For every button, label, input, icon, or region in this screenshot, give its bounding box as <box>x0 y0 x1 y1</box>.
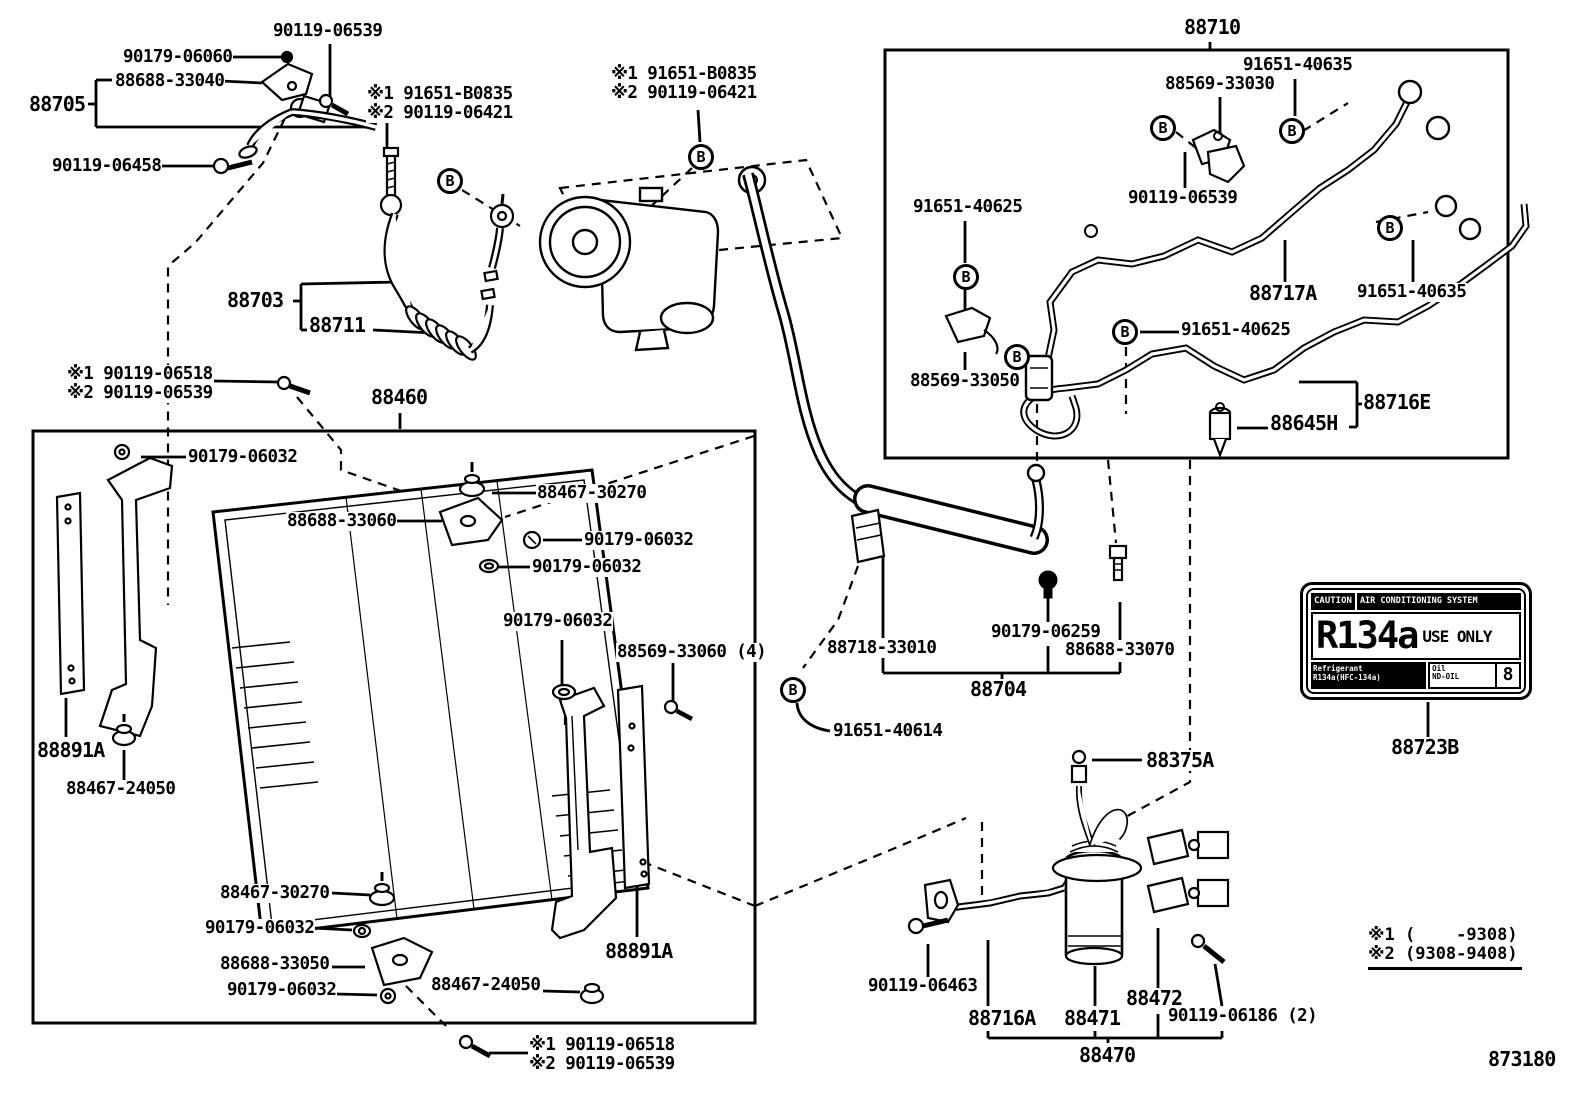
part-label: 88716A <box>967 1006 1037 1030</box>
part-label: 88569-33060 (4) <box>616 642 768 662</box>
bolt-marker: B <box>1279 118 1305 144</box>
leader-lines <box>64 42 1430 1055</box>
part-label: 88467-30270 <box>536 483 648 503</box>
oil-spec: Oil ND-OIL <box>1432 664 1460 681</box>
part-label: 91651-40635 <box>1242 55 1354 75</box>
bolt-marker: B <box>1112 319 1138 345</box>
assembly-boxes <box>31 48 1510 1025</box>
part-label: 88710 <box>1183 15 1242 39</box>
bolt-marker: B <box>437 168 463 194</box>
part-label: ※1 91651-B0835 ※2 90119-06421 <box>366 84 514 123</box>
part-label: 88467-24050 <box>65 779 177 799</box>
caution-header-left: CAUTION <box>1311 593 1355 610</box>
part-label: ※1 91651-B0835 ※2 90119-06421 <box>610 64 758 103</box>
part-label: 90179-06032 <box>531 557 643 577</box>
part-label: 88472 <box>1125 986 1184 1010</box>
part-label: 88569-33030 <box>1164 74 1276 94</box>
part-label: 88645H <box>1269 411 1339 435</box>
bolt-marker: B <box>1150 115 1176 141</box>
part-label: 88688-33060 <box>286 511 398 531</box>
part-label: 88891A <box>36 738 106 762</box>
part-label: 90119-06539 <box>272 21 384 41</box>
caution-decal: CAUTION AIR CONDITIONING SYSTEM R134a US… <box>1300 582 1532 700</box>
part-label: 88703 <box>226 288 285 312</box>
part-label: 88711 <box>308 313 367 337</box>
part-label: 90179-06032 <box>583 530 695 550</box>
discharge-pipe-assembly <box>212 50 378 175</box>
part-label: 91651-40614 <box>832 721 944 741</box>
suction-hose-assembly <box>737 165 1128 599</box>
part-label: 88375A <box>1145 748 1215 772</box>
part-label: 91651-40625 <box>1180 320 1292 340</box>
part-label: ※1 90119-06518 ※2 90119-06539 <box>66 364 214 403</box>
part-label: 88705 <box>28 92 87 116</box>
part-label: 90119-06458 <box>51 156 163 176</box>
cooler-pipe-assembly <box>944 79 1530 459</box>
compressor-hose-assembly <box>379 146 515 361</box>
oil-grade: 8 <box>1495 664 1519 687</box>
caution-header-right: AIR CONDITIONING SYSTEM <box>1356 593 1521 610</box>
part-label: 88723B <box>1390 735 1460 759</box>
condenser-brackets-fasteners <box>55 375 694 1059</box>
bolt-marker: B <box>953 264 979 290</box>
part-label: 90119-06186 (2) <box>1167 1006 1319 1026</box>
dashed-lines <box>122 102 1429 1027</box>
part-label: 90119-06463 <box>867 976 979 996</box>
use-only-text: USE ONLY <box>1422 626 1492 646</box>
applicability-footnote: ※1 ( -9308) ※2 (9308-9408) <box>1368 926 1522 970</box>
part-label: 88467-24050 <box>430 975 542 995</box>
part-label: 90179-06032 <box>226 980 338 1000</box>
part-label: 90179-06032 <box>187 447 299 467</box>
refrigerant-code: R134a <box>1316 614 1419 657</box>
part-label: 88460 <box>370 385 429 409</box>
part-label: 88470 <box>1078 1043 1137 1067</box>
receiver-drier-assembly <box>907 749 1230 966</box>
part-label: 91651-40635 <box>1356 282 1468 302</box>
part-label: 873180 <box>1487 1047 1557 1071</box>
bolt-marker: B <box>1377 215 1403 241</box>
part-label: 88688-33040 <box>114 71 226 91</box>
part-label: 90179-06060 <box>122 47 234 67</box>
part-label: 88688-33050 <box>219 954 331 974</box>
bolt-marker: B <box>688 144 714 170</box>
part-label: 88688-33070 <box>1064 640 1176 660</box>
part-label: 88471 <box>1063 1006 1122 1030</box>
part-label: 88569-33050 <box>909 371 1021 391</box>
part-label: 90179-06032 <box>502 611 614 631</box>
bolt-marker: B <box>780 677 806 703</box>
part-label: 90179-06032 <box>204 918 316 938</box>
caution-decal-inner: CAUTION AIR CONDITIONING SYSTEM R134a US… <box>1306 588 1526 694</box>
part-label: 88717A <box>1248 281 1318 305</box>
part-label: 90119-06539 <box>1127 188 1239 208</box>
part-label: 88704 <box>969 677 1028 701</box>
bolt-marker: B <box>1004 344 1030 370</box>
part-label: 88891A <box>604 939 674 963</box>
part-label: 91651-40625 <box>912 197 1024 217</box>
compressor-drawing <box>538 186 720 352</box>
part-label: ※1 90119-06518 ※2 90119-06539 <box>528 1035 676 1074</box>
part-label: 88718-33010 <box>826 638 938 658</box>
part-label: 88467-30270 <box>219 883 331 903</box>
part-label: 90179-06259 <box>990 622 1102 642</box>
hose-coil <box>405 305 477 361</box>
refrigerant-spec: Refrigerant R134a(HFC-134a) <box>1311 662 1427 689</box>
part-label: 88716E <box>1362 390 1432 414</box>
